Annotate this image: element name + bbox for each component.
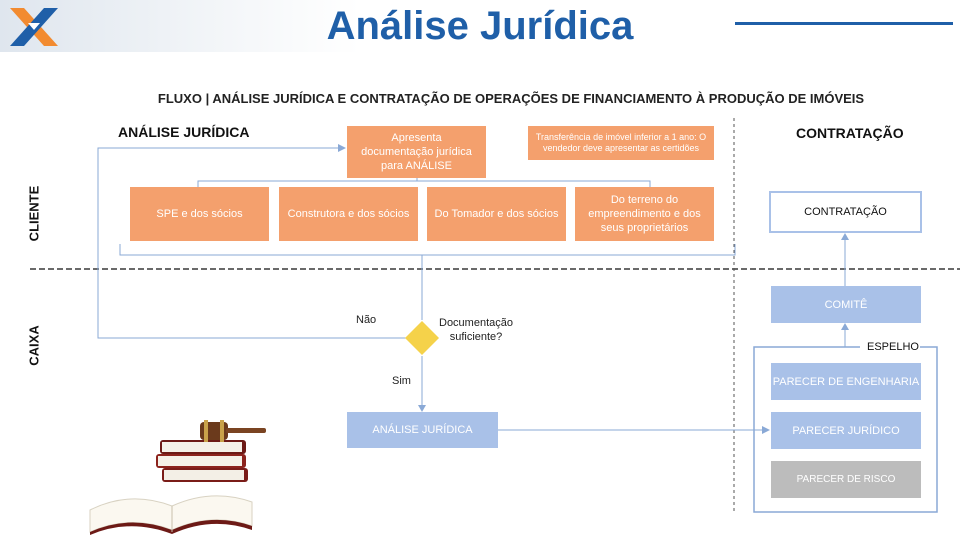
doc-terreno-box: Do terreno do empreendimento e dos seus …: [575, 187, 714, 241]
header-band: [0, 0, 360, 52]
legal-analysis-box: ANÁLISE JURÍDICA: [347, 412, 498, 448]
section-analysis-label: ANÁLISE JURÍDICA: [118, 124, 250, 140]
page-title: Análise Jurídica: [326, 4, 634, 48]
caixa-logo: [8, 6, 60, 48]
caixa-logo-icon: [10, 8, 58, 46]
opinion-legal-box: PARECER JURÍDICO: [771, 412, 921, 449]
lane-bank-label: CAIXA: [26, 325, 42, 366]
lane-client-label: CLIENTE: [26, 185, 42, 242]
no-label: Não: [356, 314, 377, 326]
committee-box: COMITÊ: [771, 286, 921, 323]
opinion-engineering-box: PARECER DE ENGENHARIA: [771, 363, 921, 400]
gavel-books-illustration: [80, 410, 270, 535]
mirror-label: ESPELHO: [867, 341, 919, 353]
section-contracting-label: CONTRATAÇÃO: [796, 125, 904, 141]
opinion-risk-box: PARECER DE RISCO: [771, 461, 921, 498]
doc-construtora-box: Construtora e dos sócios: [279, 187, 418, 241]
title-rule: [735, 22, 953, 25]
decision-diamond: [405, 321, 439, 355]
present-docs-box: Apresenta documentação jurídica para ANÁ…: [347, 126, 486, 178]
doc-spe-box: SPE e dos sócios: [130, 187, 269, 241]
doc-tomador-box: Do Tomador e dos sócios: [427, 187, 566, 241]
decision-question: Documentação suficiente?: [439, 317, 513, 343]
page-subtitle: FLUXO | ANÁLISE JURÍDICA E CONTRATAÇÃO D…: [157, 91, 865, 106]
contracting-box: CONTRATAÇÃO: [769, 191, 922, 233]
yes-label: Sim: [392, 375, 411, 387]
transfer-note-box: Transferência de imóvel inferior a 1 ano…: [528, 126, 714, 160]
gavel-books-icon: [89, 420, 266, 535]
